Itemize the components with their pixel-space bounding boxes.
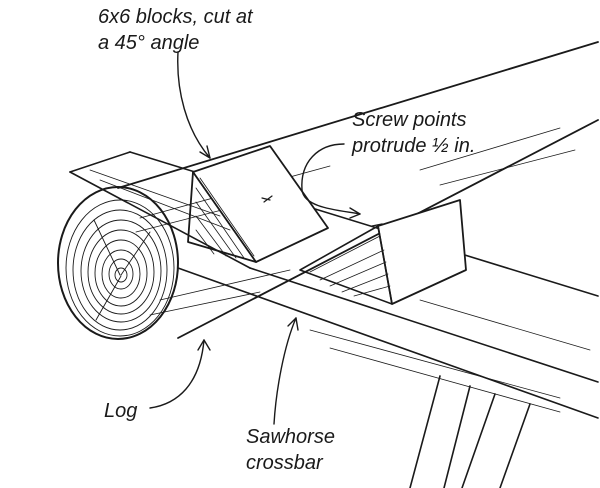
crossbar-grain bbox=[89, 169, 591, 413]
leader-arrows bbox=[149, 51, 361, 425]
screw-head-icon bbox=[261, 195, 273, 203]
screw-label-line2: protrude ½ in. bbox=[352, 135, 476, 157]
sawhorse-crossbar bbox=[69, 151, 599, 419]
crossbar-label-line1: Sawhorse bbox=[246, 426, 335, 448]
crossbar-label: Sawhorse crossbar bbox=[246, 424, 335, 476]
screw-label-line1: Screw points bbox=[352, 109, 467, 131]
blocks-label-line2: a 45° angle bbox=[98, 32, 200, 54]
left-wedge-block bbox=[187, 145, 329, 263]
right-block-end-grain bbox=[309, 235, 391, 297]
log-end-grain bbox=[65, 199, 175, 337]
log-label: Log bbox=[104, 398, 137, 424]
blocks-label: 6x6 blocks, cut at a 45° angle bbox=[98, 4, 253, 56]
screw-points-label: Screw points protrude ½ in. bbox=[352, 107, 475, 159]
blocks-label-line1: 6x6 blocks, cut at bbox=[98, 6, 253, 28]
crossbar-label-line2: crossbar bbox=[246, 452, 323, 474]
screw-point-icon bbox=[371, 223, 383, 227]
log bbox=[57, 41, 599, 340]
left-block-end-grain bbox=[195, 177, 255, 259]
log-label-text: Log bbox=[104, 400, 138, 422]
sawhorse-legs bbox=[409, 375, 531, 488]
right-block bbox=[299, 199, 467, 305]
